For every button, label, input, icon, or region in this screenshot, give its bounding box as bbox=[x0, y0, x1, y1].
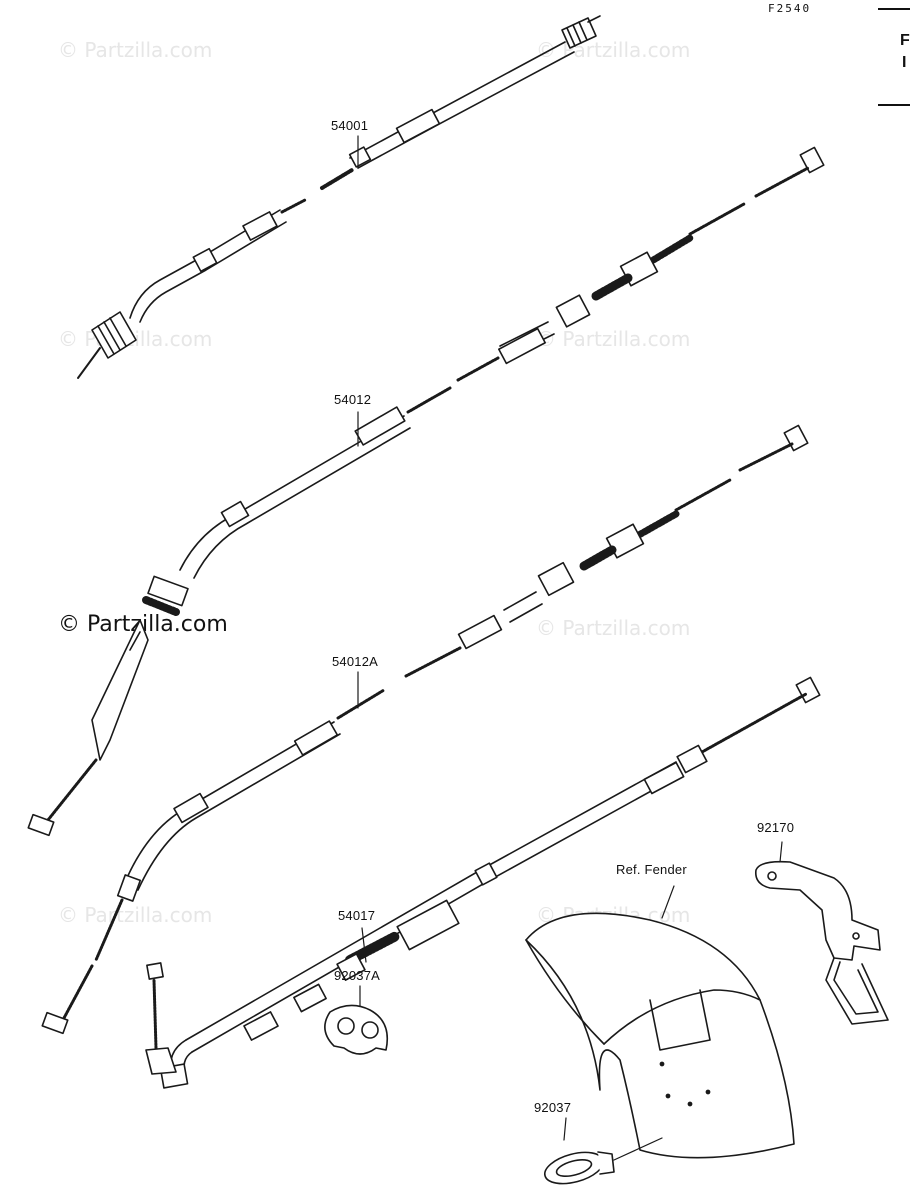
leader-lines bbox=[357, 135, 367, 963]
watermark: © Partzilla.com bbox=[58, 38, 213, 62]
cable-54017 bbox=[145, 676, 821, 1089]
knurled-nut-top bbox=[561, 15, 601, 49]
cable-54001 bbox=[77, 15, 601, 379]
part-label-54001: 54001 bbox=[331, 118, 369, 133]
clamp-92037A bbox=[324, 985, 389, 1055]
watermark: © Partzilla.com bbox=[536, 327, 691, 351]
side-rule-bottom bbox=[878, 104, 910, 106]
part-label-54017: 54017 bbox=[338, 908, 376, 923]
watermark: © Partzilla.com bbox=[536, 616, 691, 640]
part-label-54012: 54012 bbox=[334, 392, 372, 407]
side-rule-top bbox=[878, 8, 910, 10]
bracket-92170 bbox=[754, 841, 889, 1025]
grommet-92037 bbox=[543, 1117, 663, 1185]
cable-54012 bbox=[27, 146, 825, 837]
cable-54012A bbox=[41, 424, 809, 1035]
diagram-code: F2540 bbox=[768, 2, 812, 15]
part-label-92037: 92037 bbox=[534, 1100, 572, 1115]
watermark: © Partzilla.com bbox=[58, 903, 213, 927]
part-label-92037A: 92037A bbox=[334, 968, 381, 983]
side-char-1: F bbox=[900, 32, 910, 49]
part-label-54012A: 54012A bbox=[332, 654, 379, 669]
knurled-nut-bottom bbox=[77, 311, 137, 379]
side-char-2: I bbox=[902, 54, 907, 71]
part-label-92170: 92170 bbox=[757, 820, 795, 835]
part-label-ref-fender: Ref. Fender bbox=[616, 862, 687, 877]
fender bbox=[525, 885, 795, 1159]
